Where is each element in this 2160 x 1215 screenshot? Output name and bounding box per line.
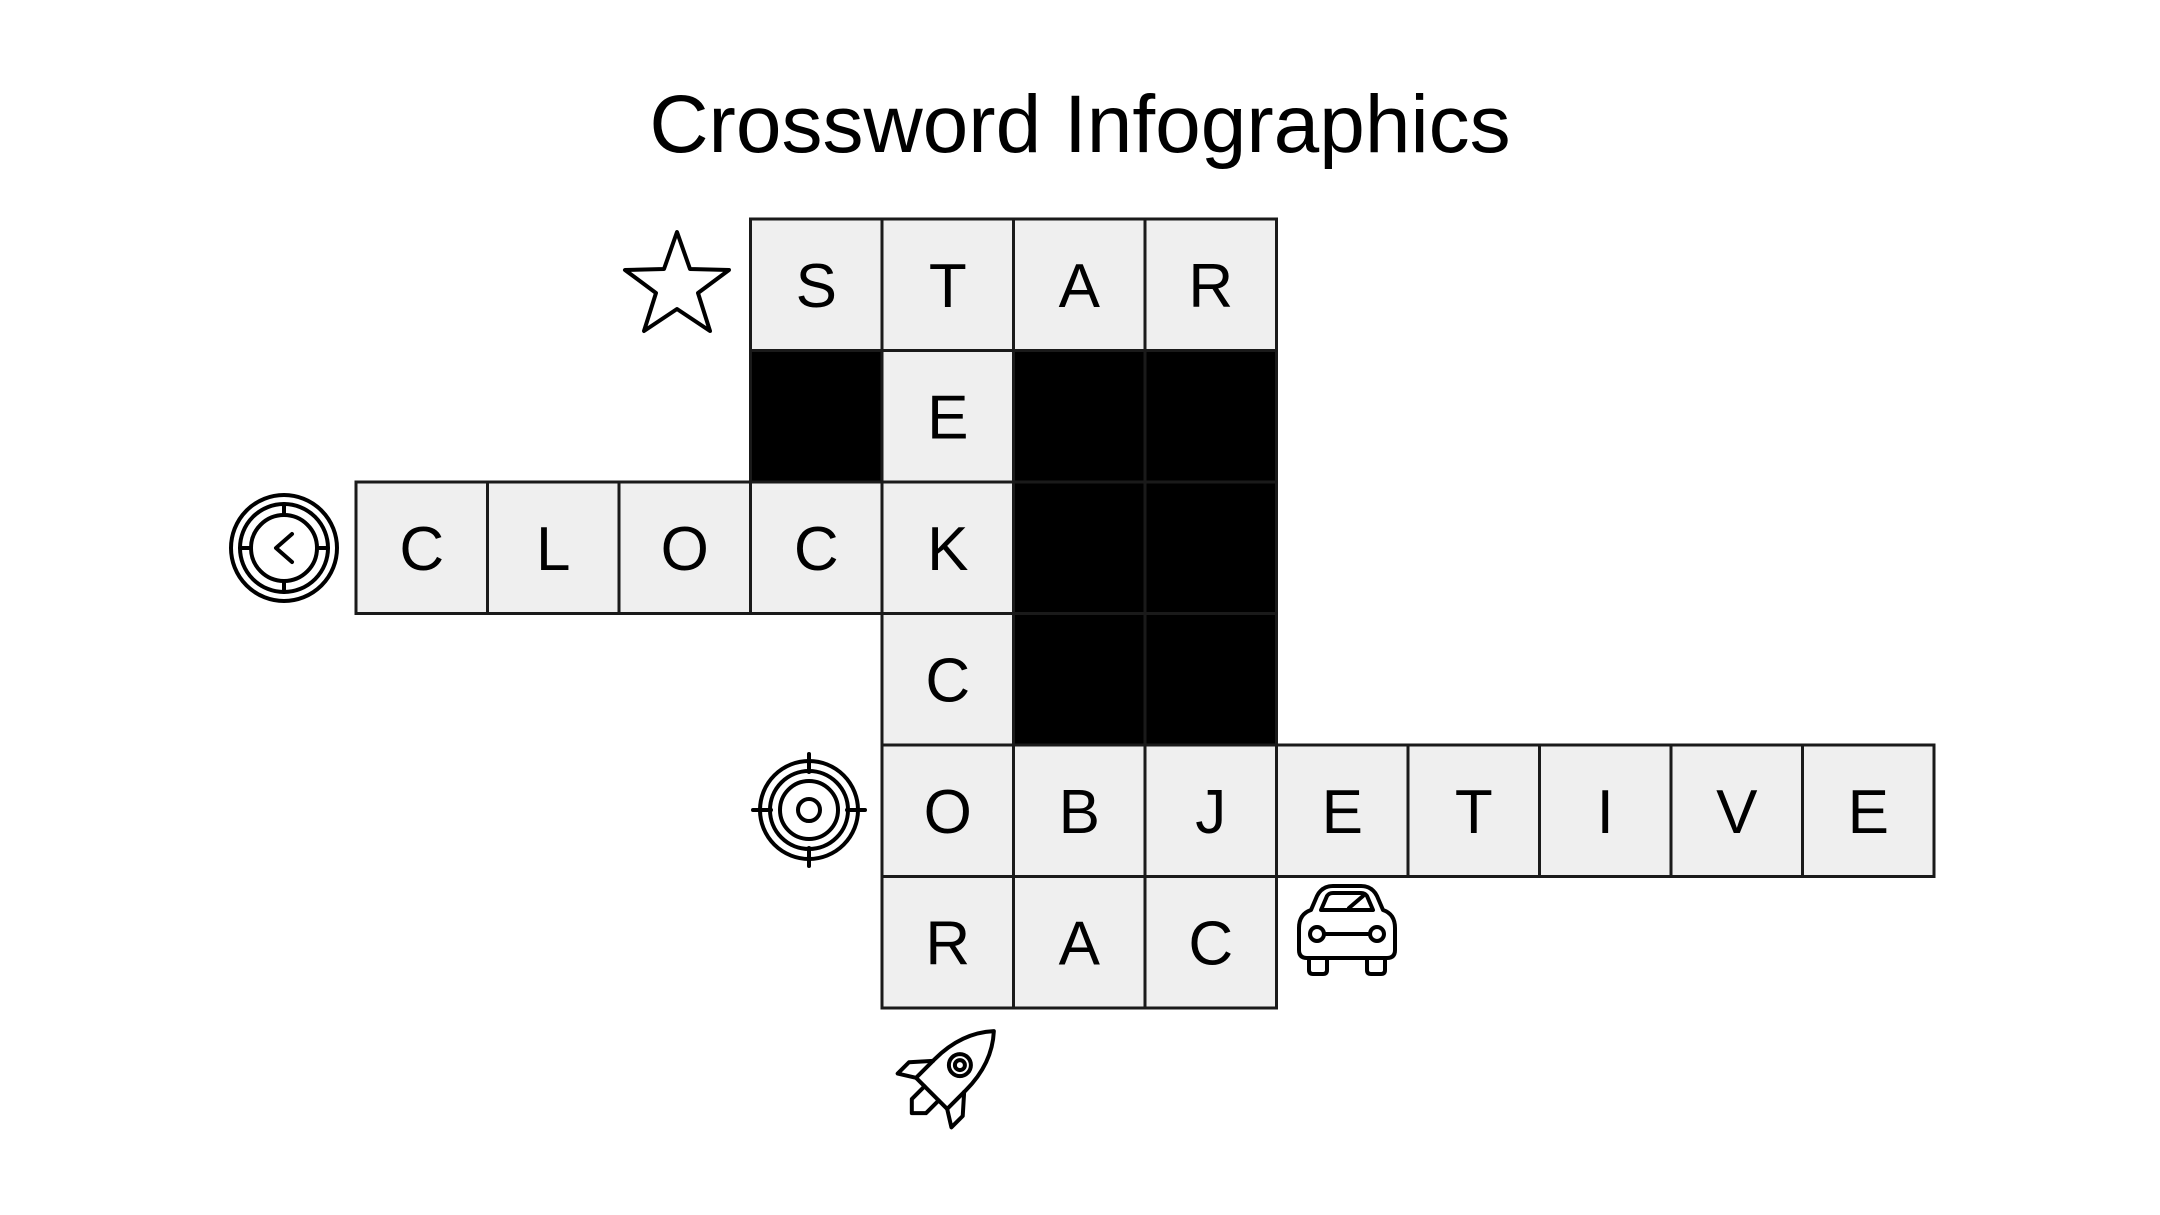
letter-cell	[1801, 743, 1936, 878]
cell-letter: J	[1195, 778, 1226, 847]
cell-letter: T	[1455, 778, 1493, 847]
cell-letter: T	[929, 252, 967, 321]
clock-icon	[229, 493, 339, 603]
letter-cell	[880, 480, 1015, 615]
black-cell	[749, 349, 884, 484]
letter-cell	[1538, 743, 1673, 878]
cell-letter: E	[1848, 778, 1889, 847]
cell-letter: V	[1716, 778, 1758, 847]
cell-letter: B	[1059, 778, 1100, 847]
cell-letter: A	[1059, 252, 1101, 321]
cell-letter: K	[927, 515, 968, 584]
rocket-icon	[895, 1029, 996, 1130]
cell-letter: C	[794, 515, 839, 584]
car-icon	[1297, 884, 1397, 976]
letter-cell	[1143, 743, 1278, 878]
star-icon	[623, 230, 731, 333]
letter-cell	[1275, 743, 1410, 878]
cell-letter: E	[927, 383, 968, 452]
letter-cell	[880, 875, 1015, 1010]
cell-letter: O	[924, 778, 972, 847]
black-cell	[1143, 349, 1278, 484]
letter-cell	[880, 349, 1015, 484]
letter-cell	[1012, 217, 1147, 352]
black-cell	[1012, 612, 1147, 747]
cell-letter: O	[661, 515, 709, 584]
cell-letter: C	[399, 515, 444, 584]
cell-letter: R	[1188, 252, 1233, 321]
black-cell	[1143, 480, 1278, 615]
black-cell	[1012, 480, 1147, 615]
cell-letter: C	[925, 646, 970, 715]
letter-cell	[1406, 743, 1541, 878]
letter-cell	[1143, 875, 1278, 1010]
cell-letter: I	[1597, 778, 1614, 847]
cell-letter: S	[796, 252, 837, 321]
black-cell	[1143, 612, 1278, 747]
letter-cell	[749, 217, 884, 352]
letter-cell	[1669, 743, 1804, 878]
letter-cell	[749, 480, 884, 615]
target-icon	[751, 752, 867, 868]
letter-cell	[1012, 875, 1147, 1010]
letter-cell	[1143, 217, 1278, 352]
black-cell	[1012, 349, 1147, 484]
cell-letter: R	[925, 909, 970, 978]
cell-letter: E	[1322, 778, 1363, 847]
letter-cell	[354, 480, 489, 615]
cell-letter: A	[1059, 909, 1101, 978]
cell-letter: L	[536, 515, 570, 584]
cell-letter: C	[1188, 909, 1233, 978]
page-title: Crossword Infographics	[649, 79, 1511, 170]
letter-cell	[880, 217, 1015, 352]
letter-cell	[486, 480, 621, 615]
letter-cell	[880, 612, 1015, 747]
